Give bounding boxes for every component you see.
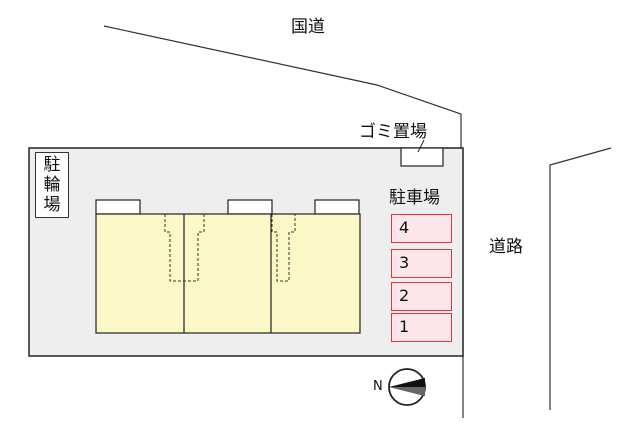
parking-stall: 3 [391,249,452,278]
parking-stall: 4 [391,214,452,243]
bicycle-parking-char: 場 [43,195,61,215]
balcony-1 [95,199,141,215]
national-road-edge [103,25,462,148]
road-label: 道路 [489,237,523,257]
road-edge [549,147,612,410]
garbage-leader [417,139,425,153]
stair-outline-2 [271,214,296,282]
balcony-2 [227,199,273,215]
parking-stall: 1 [391,313,452,342]
parking-label: 駐車場 [389,188,440,208]
bicycle-parking-char: 輪 [43,175,61,195]
bicycle-parking-char: 駐 [43,155,61,175]
stair-outline-1 [164,214,205,282]
compass-icon [388,368,426,406]
stall-number: 1 [399,317,410,336]
bicycle-parking: 駐 輪 場 [35,152,69,218]
stall-number: 4 [399,218,410,237]
balcony-3 [314,199,360,215]
stall-number: 3 [399,253,410,272]
compass-north-letter: N [373,379,383,394]
building [95,213,361,334]
garbage-box [400,147,444,167]
stall-number: 2 [399,286,410,305]
parking-stall: 2 [391,282,452,311]
national-road-label: 国道 [291,17,325,37]
garbage-area-label: ゴミ置場 [359,122,427,142]
